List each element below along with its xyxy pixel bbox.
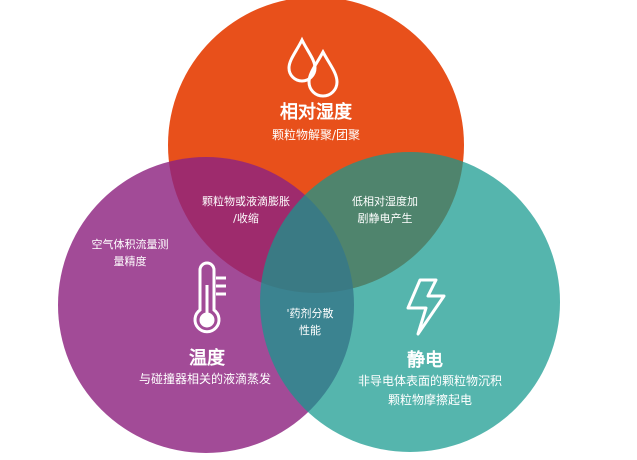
humidity-subtitle: 颗粒物解聚/团聚 — [271, 128, 361, 142]
overlap-text: 剧静电产生 — [357, 212, 413, 225]
thermometer-icon — [193, 261, 226, 334]
temperature-subtitle: 与碰撞器相关的液滴蒸发 — [138, 372, 271, 386]
overlap-text: /收缩 — [233, 212, 259, 225]
water-drops-icon — [287, 36, 339, 98]
static-subtitle: 非导电体表面的颗粒物沉积 颗粒物摩擦起电 — [345, 372, 515, 410]
overlap-humidity-temperature: 颗粒物或液滴膨胀 /收缩 — [186, 193, 306, 227]
overlap-text: 低相对湿度加 — [352, 195, 418, 208]
static-title: 静电 — [407, 350, 443, 371]
lightning-icon — [406, 278, 446, 336]
overlap-text: 颗粒物或液滴膨胀 — [202, 195, 290, 208]
overlap-temperature-static: '药剂分散 性能 — [275, 305, 345, 339]
humidity-title: 相对湿度 — [280, 102, 352, 123]
overlap-text: 性能 — [299, 324, 321, 337]
subtitle-text: 非导电体表面的颗粒物沉积 — [357, 374, 502, 388]
overlap-text: '药剂分散 — [286, 307, 334, 320]
temperature-title: 温度 — [189, 348, 225, 369]
note-text: 量精度 — [113, 255, 147, 268]
temperature-note: 空气体积流量测 量精度 — [80, 236, 180, 270]
subtitle-text: 颗粒物摩擦起电 — [387, 393, 472, 407]
overlap-humidity-static: 低相对湿度加 剧静电产生 — [335, 193, 435, 227]
note-text: 空气体积流量测 — [91, 238, 169, 251]
